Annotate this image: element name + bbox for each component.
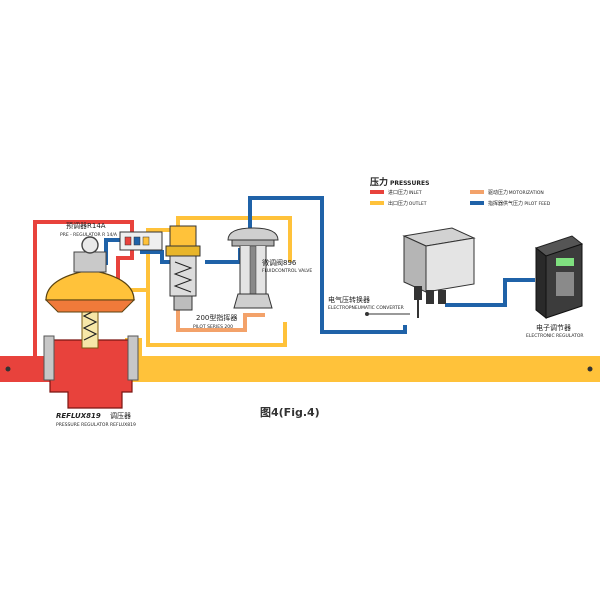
electronic-regulator-display	[556, 258, 574, 266]
legend-label-zh-inlet: 进口压力	[388, 189, 408, 196]
pre-regulator-port-2	[133, 236, 141, 246]
electronic-regulator-front	[535, 246, 547, 320]
legend-label-zh-motorization: 驱动压力	[488, 189, 508, 196]
component-labels: 预调器R14A PRE - REGULATOR R 14/A 200型指挥器 P…	[56, 221, 584, 428]
reflux819-regulator	[43, 236, 139, 409]
pilot-body	[169, 255, 197, 297]
pilot-diaphragm	[165, 245, 201, 257]
pre-regulator-block	[119, 231, 163, 251]
pilot-spring	[173, 261, 193, 293]
electronic-regulator-label-zh: 电子调节器	[536, 323, 571, 332]
legend-swatch-outlet	[370, 201, 384, 205]
converter-front	[403, 235, 427, 293]
pilot-top	[169, 225, 197, 247]
valve-body	[233, 293, 273, 309]
electronic-regulator-keypad	[556, 272, 574, 296]
figure-caption: 图4(Fig.4)	[260, 406, 320, 419]
electronic-regulator-label-en: ELECTRONIC REGULATOR	[526, 333, 584, 339]
legend-swatch-pilot_feed	[470, 201, 484, 205]
regulator-body	[49, 339, 133, 409]
converter-connector-2	[426, 290, 434, 304]
outlet-pipe	[118, 356, 600, 382]
main-regulator-label-en: PRESSURE REGULATOR REFLUX819	[56, 422, 136, 428]
legend-swatch-inlet	[370, 190, 384, 194]
fluidcontrol-label-en: FLUIDCONTROL VALVE	[262, 268, 312, 274]
regulator-lifting-ring	[81, 236, 99, 254]
legend-title-zh: 压力	[370, 176, 388, 188]
valve-actuator-base	[231, 239, 275, 247]
main-regulator-label-zh: 调压器	[110, 411, 131, 420]
main-regulator-model-label: REFLUX819	[56, 412, 101, 420]
regulator-flange-right	[127, 335, 139, 381]
converter-label-en: ELECTROPNEUMATIC CONVERTER	[328, 305, 404, 311]
legend-label-en-outlet: OUTLET	[409, 201, 427, 207]
pilot-series-200	[165, 225, 201, 311]
fluidcontrol-valve-896	[227, 227, 279, 309]
valve-actuator	[227, 227, 279, 241]
fluidcontrol-label-zh: 微调阀896	[262, 258, 297, 267]
legend-swatch-motorization	[470, 190, 484, 194]
pilot-base	[173, 295, 193, 311]
motorization-line	[176, 310, 265, 332]
pre-regulator-port-3	[142, 236, 150, 246]
pre-regulator-label-en: PRE - REGULATOR R 14/A	[60, 232, 118, 238]
legend-label-zh-outlet: 出口压力	[388, 200, 408, 207]
legend-title-en: PRESSURES	[390, 180, 429, 187]
inlet-pressure-line	[33, 220, 134, 360]
pre-regulator-label-zh: 预调器R14A	[66, 221, 106, 230]
inlet-pipe-end-dot	[5, 366, 11, 372]
regulator-flange-left	[43, 335, 55, 381]
pilot-label-en: PILOT SERIES 200	[193, 324, 233, 330]
regulator-diaphragm-housing	[45, 269, 135, 301]
legend-label-en-inlet: INLET	[409, 190, 422, 196]
converter-label-zh: 电气压转换器	[328, 295, 370, 304]
pre-regulator-r14a	[119, 231, 163, 251]
regulator-diaphragm-lower	[44, 299, 136, 313]
electronic-regulator	[534, 235, 584, 320]
converter-connector-1	[414, 286, 422, 300]
converter-connector-3	[438, 290, 446, 304]
outlet-pipe-end-dot	[587, 366, 593, 372]
legend-label-en-pilot_feed: PILOT FEED	[524, 201, 550, 207]
converter-side	[425, 237, 475, 293]
pre-regulator-port-1	[124, 236, 132, 246]
pilot-label-zh: 200型指挥器	[196, 313, 237, 322]
electropneumatic-converter	[365, 227, 476, 318]
valve-stem	[249, 245, 257, 297]
legend-label-en-motorization: MOTORIZATION	[509, 190, 544, 196]
regulator-bonnet	[73, 251, 107, 273]
legend-label-zh-pilot_feed: 指挥器供气压力	[488, 200, 523, 207]
converter-cable-end	[365, 312, 369, 316]
